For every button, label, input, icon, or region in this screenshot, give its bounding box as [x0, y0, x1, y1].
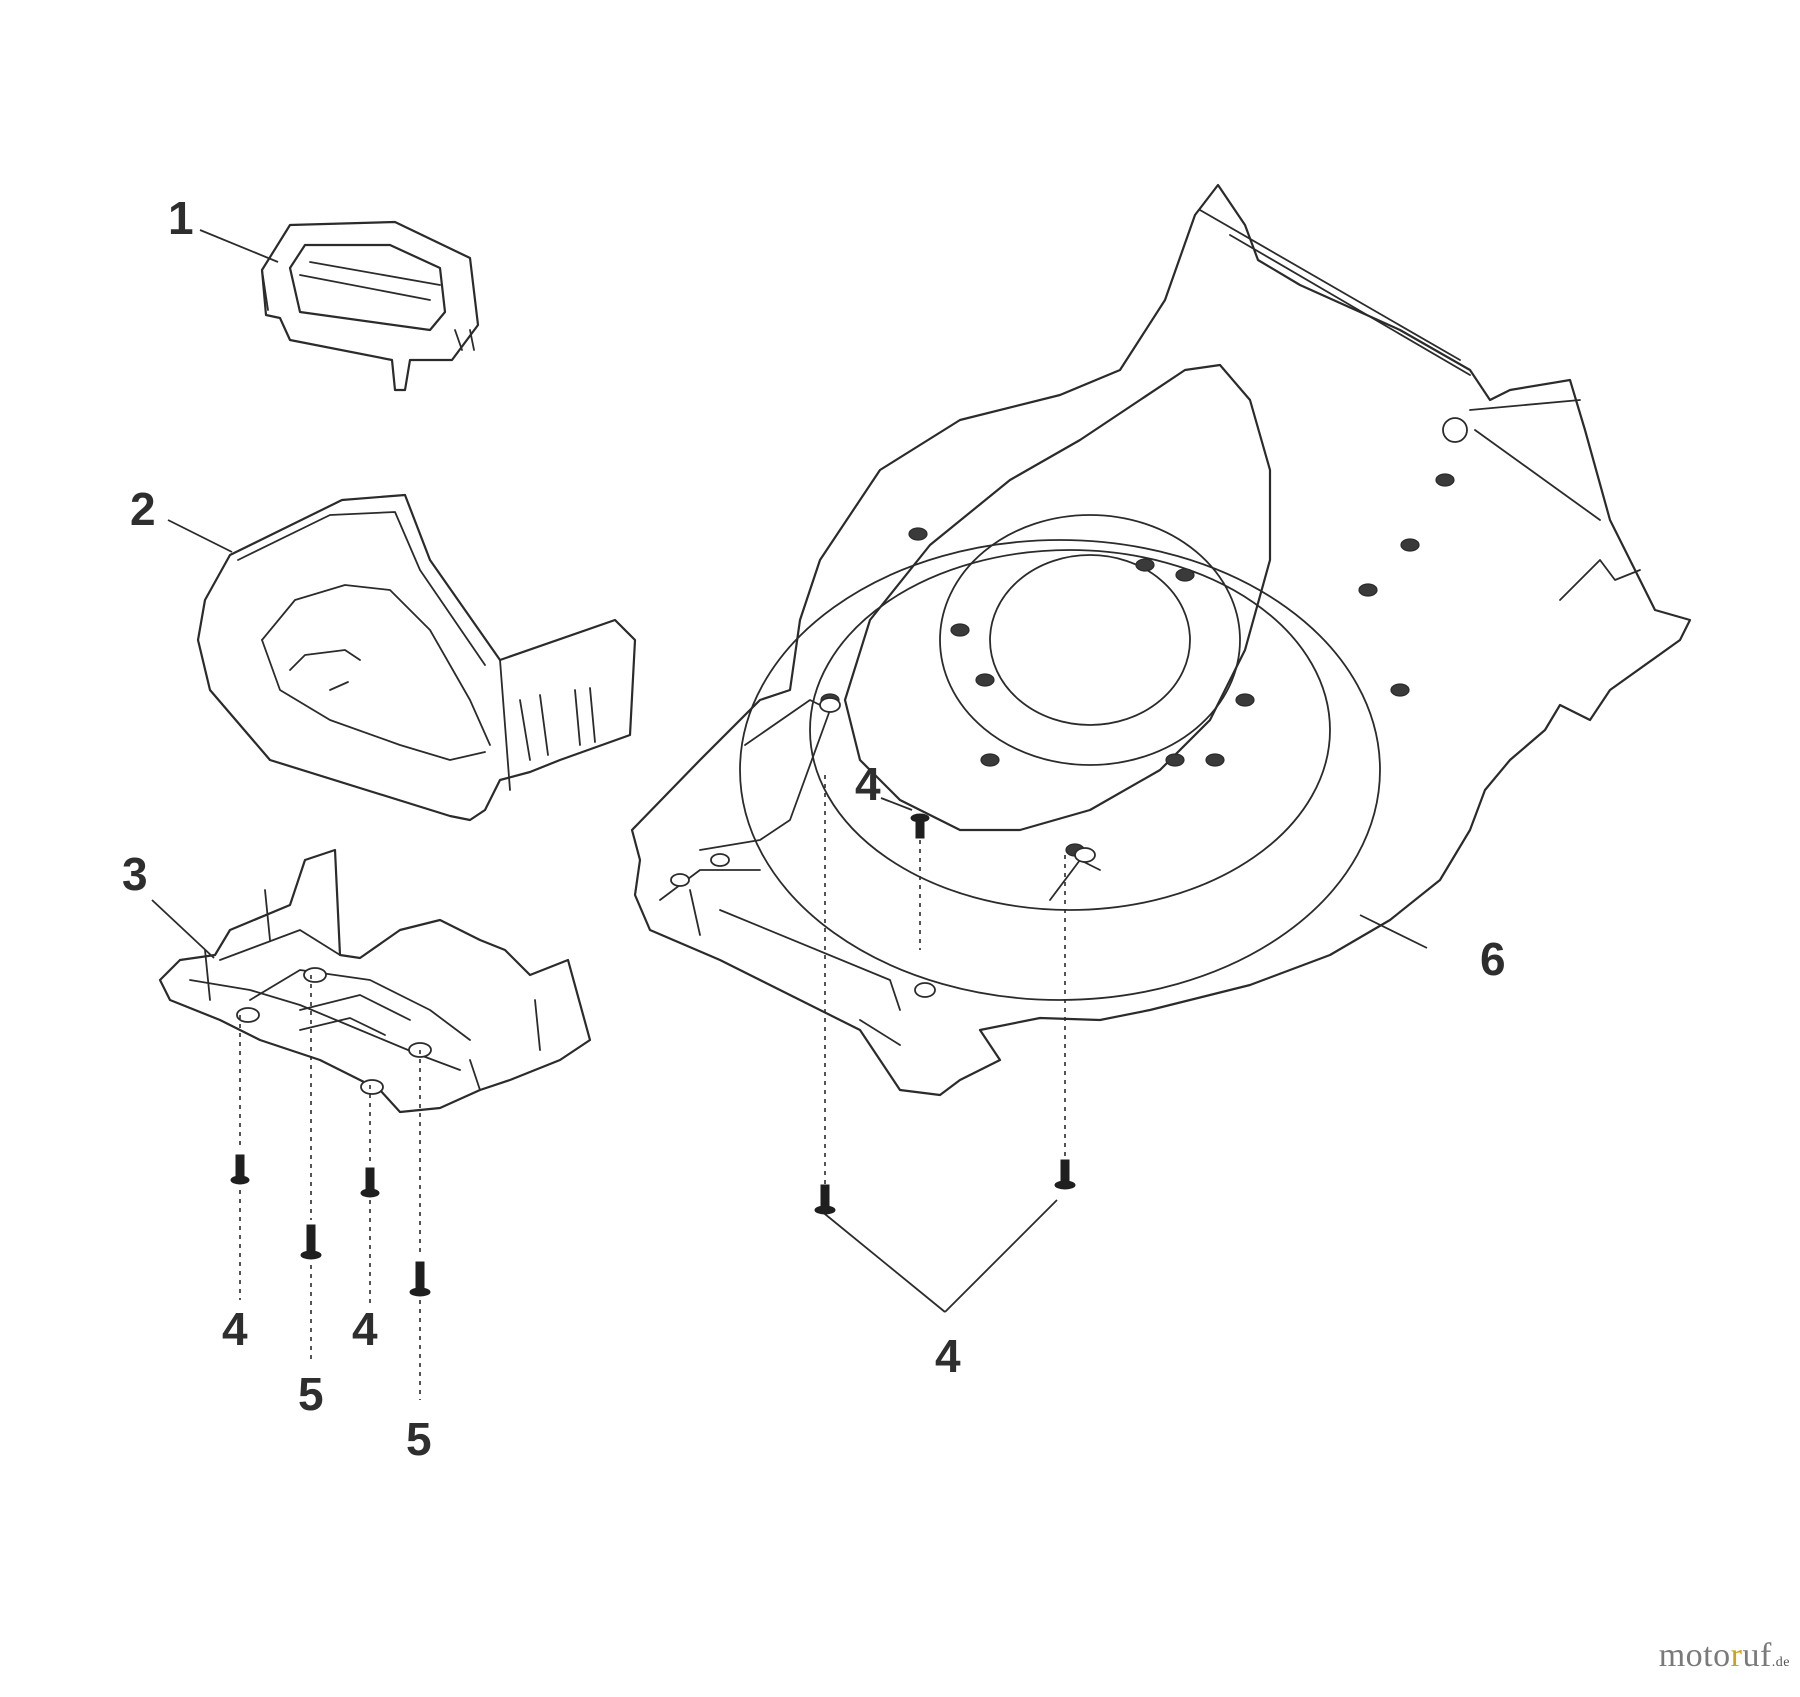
screw-left-2 — [300, 1224, 322, 1260]
watermark-accent: r — [1730, 1637, 1743, 1674]
screw-deck-right — [1054, 1159, 1076, 1190]
callout-5-left-b: 5 — [406, 1413, 432, 1465]
screw-left-1 — [230, 1154, 250, 1185]
part-1-cover — [260, 220, 480, 392]
screw-center-small — [910, 813, 930, 839]
leader-lines — [151, 229, 1428, 1313]
callout-4-deck: 4 — [935, 1330, 961, 1382]
screw-left-3 — [360, 1167, 380, 1198]
screws — [230, 813, 1076, 1297]
callout-5-left-a: 5 — [298, 1368, 324, 1420]
watermark-main: moto — [1658, 1637, 1731, 1674]
part-2-bucket — [196, 493, 637, 822]
watermark-main-2: uf — [1742, 1637, 1772, 1674]
callout-6: 6 — [1480, 933, 1506, 985]
screw-deck-left — [814, 1184, 836, 1215]
part-3-plate — [158, 848, 592, 1114]
callout-3: 3 — [122, 848, 148, 900]
callout-4-left-b: 4 — [352, 1303, 378, 1355]
callout-1: 1 — [168, 192, 194, 244]
watermark-tld: .de — [1771, 1655, 1790, 1670]
screw-left-4 — [409, 1261, 431, 1297]
part-6-deck — [630, 183, 1692, 1097]
callout-4-center: 4 — [855, 758, 881, 810]
watermark-logo: motoruf.de — [1659, 1637, 1790, 1675]
callouts: 1 2 3 4 6 4 4 5 5 4 — [122, 192, 1506, 1465]
callout-4-left-a: 4 — [222, 1303, 248, 1355]
axis-lines — [239, 775, 1066, 1400]
callout-2: 2 — [130, 483, 156, 535]
